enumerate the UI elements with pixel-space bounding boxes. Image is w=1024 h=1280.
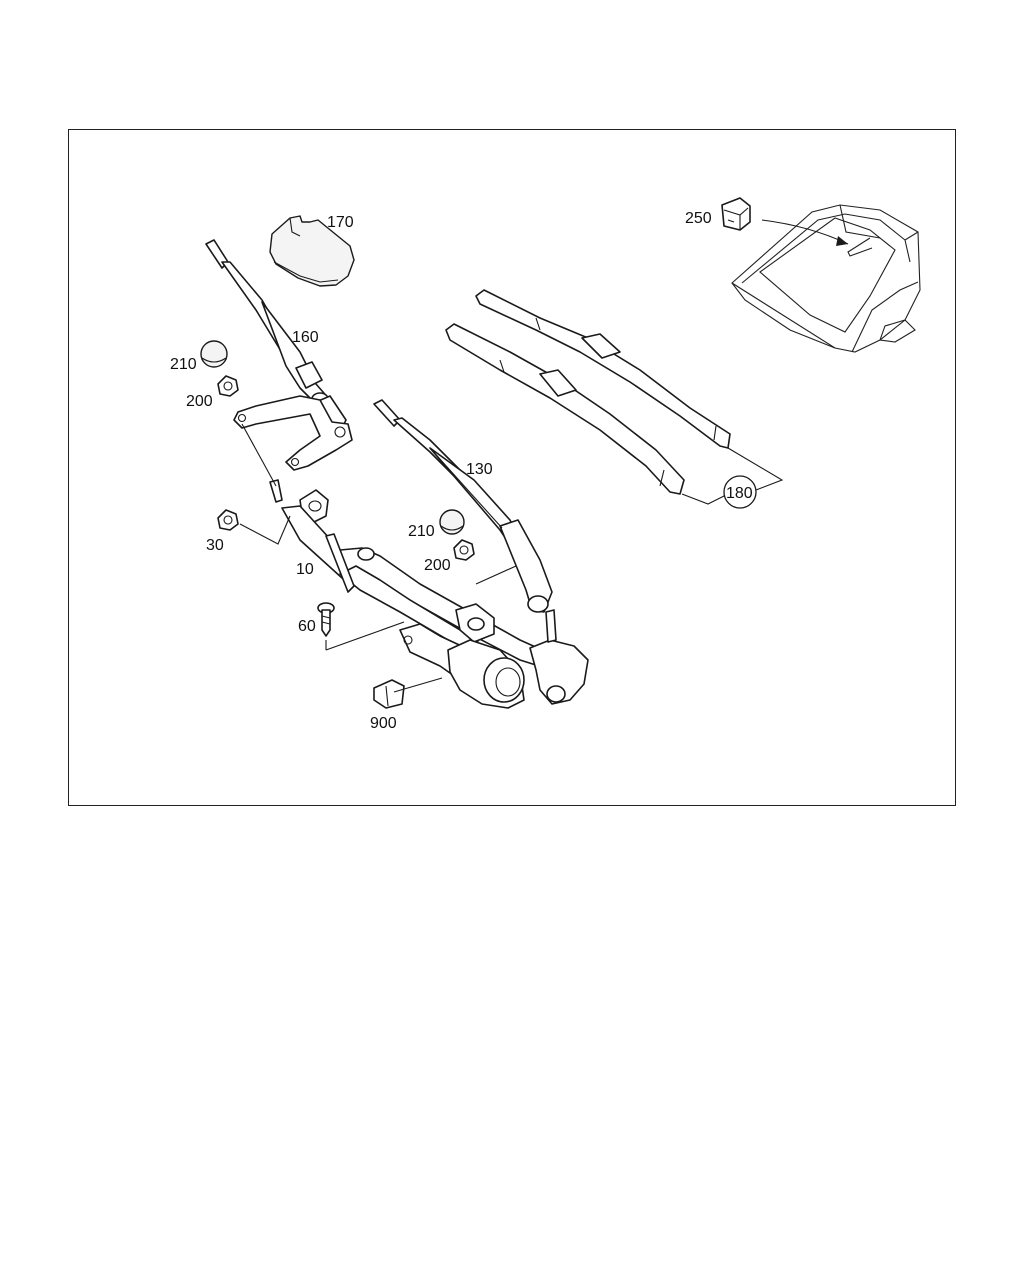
right-cap-part[interactable] [439,509,465,535]
left-cap-part[interactable] [200,340,228,368]
callout-170: 170 [327,214,354,231]
callout-130: 130 [466,461,493,478]
rain-sensor-part[interactable] [721,197,751,231]
callout-160: 160 [292,329,319,346]
callout-250: 250 [685,210,712,227]
cover-cap-part[interactable] [269,215,355,287]
callout-200-right: 200 [424,557,451,574]
callout-210-left: 210 [170,356,197,373]
right-nut-part[interactable] [453,539,475,561]
callout-circle-180 [723,475,757,509]
right-wiper-arm-part[interactable] [373,399,553,613]
wiper-linkage-part[interactable] [269,479,589,709]
callout-200-left: 200 [186,393,213,410]
callout-210-right: 210 [408,523,435,540]
leader-lines [239,423,784,693]
connector-part[interactable] [373,679,405,709]
left-nut-part[interactable] [217,375,239,397]
arrow-head-icon [836,236,848,246]
diagram-frame [68,129,956,806]
callout-180: 180 [726,485,753,502]
callout-900: 900 [370,715,397,732]
wiper-blade-lower-part[interactable] [445,323,685,495]
mounting-screw-part[interactable] [317,602,335,637]
left-linkage-bracket-part[interactable] [233,395,353,471]
vehicle-windshield-outline [731,204,921,353]
callout-10: 10 [296,561,314,578]
spindle-nut-part[interactable] [217,509,239,531]
callout-60: 60 [298,618,316,635]
sensor-location-arrow [761,219,849,245]
callout-30: 30 [206,537,224,554]
